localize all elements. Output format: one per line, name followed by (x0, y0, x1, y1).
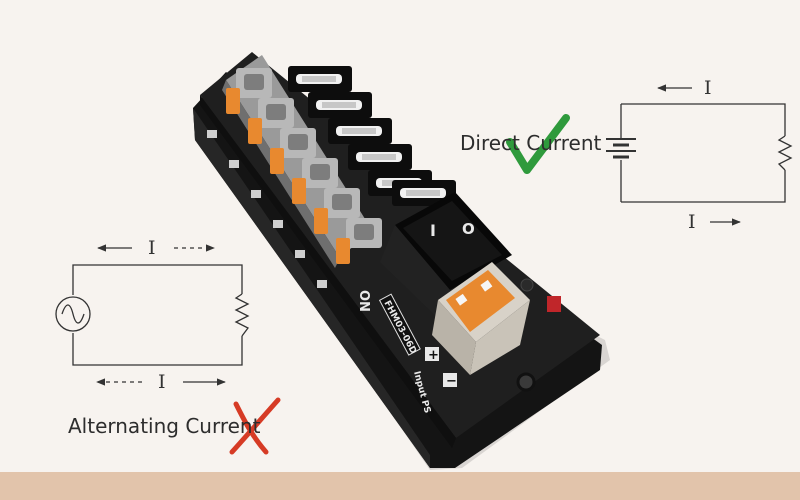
ac-wire-bottom (72, 333, 243, 366)
switch-mark-on: I (430, 221, 436, 240)
power-led (547, 296, 561, 312)
dc-wire-bottom (621, 170, 786, 203)
ac-circuit (55, 244, 250, 386)
fuse-distribution-module: I O ON FHM03-06D + − Input PS (193, 52, 610, 470)
resistor-icon (234, 293, 250, 337)
ac-current-top-label: I (148, 237, 156, 259)
ac-source-icon (55, 296, 91, 332)
fuse-row (288, 66, 456, 206)
ac-current-bottom-label: I (158, 371, 166, 393)
dc-current-bottom-label: I (688, 211, 696, 233)
rocker-switch: I O (380, 192, 512, 320)
on-label: ON (356, 290, 371, 312)
resistor-icon (777, 135, 793, 171)
switch-mark-off: O (462, 220, 475, 238)
battery-icon (606, 138, 636, 159)
direct-current-label: Direct Current (460, 131, 602, 155)
input-terminal (432, 262, 530, 375)
minus-label: − (446, 374, 457, 389)
check-icon (506, 114, 570, 174)
dc-current-top-label: I (704, 77, 712, 99)
footer-band (0, 472, 800, 500)
alternating-current-label: Alternating Current (68, 414, 261, 438)
dc-circuit (606, 84, 793, 226)
plus-label: + (428, 348, 439, 363)
cross-icon (229, 397, 281, 455)
mount-hole (516, 372, 536, 392)
terminal-row (226, 68, 382, 264)
dc-wire-top (621, 103, 786, 136)
ac-wire-top (72, 264, 243, 295)
